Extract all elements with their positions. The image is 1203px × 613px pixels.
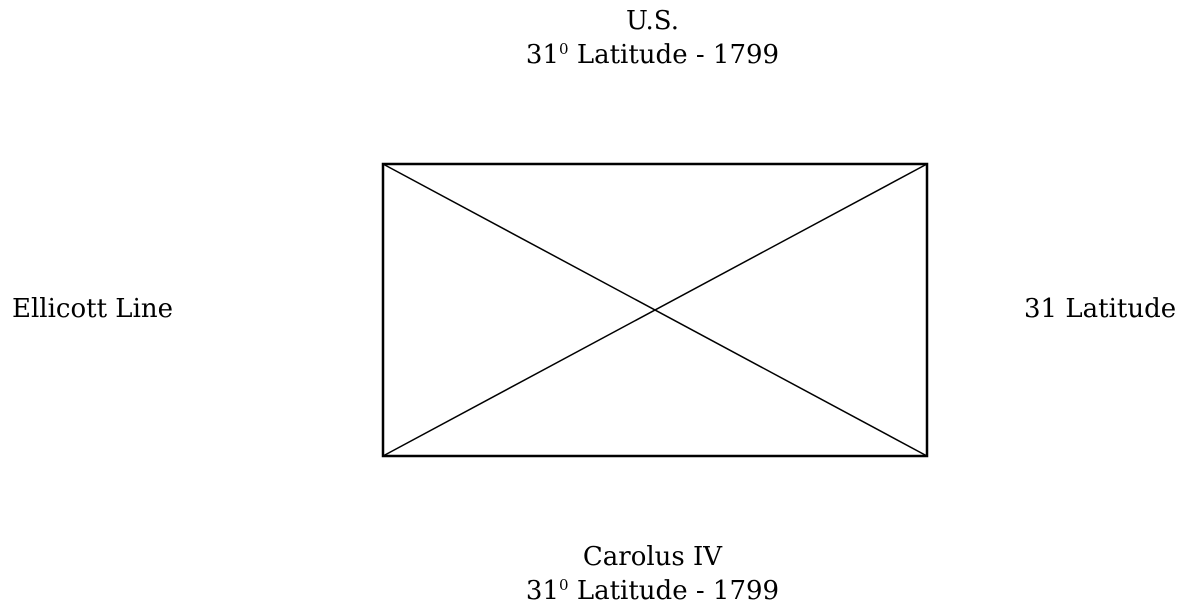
north-face-title: U.S. <box>626 6 679 36</box>
west-face-label: Ellicott Line <box>12 294 174 324</box>
boundary-marker-diagram <box>381 162 929 458</box>
south-degree-superscript: 0 <box>559 576 569 594</box>
north-face-label: U.S. 310 Latitude - 1799 <box>0 4 1203 72</box>
north-latitude-number: 31 <box>525 40 560 70</box>
east-face-label: 31 Latitude <box>1024 294 1177 324</box>
south-face-latitude: 310 Latitude - 1799 <box>0 574 1203 608</box>
south-face-title: Carolus IV <box>582 542 723 572</box>
south-face-label: Carolus IV 310 Latitude - 1799 <box>0 540 1203 608</box>
south-latitude-number: 31 <box>525 576 560 606</box>
north-degree-superscript: 0 <box>559 40 569 58</box>
north-latitude-year: Latitude - 1799 <box>568 40 780 70</box>
marker-rectangle <box>381 162 929 458</box>
marker-diagonal-ascending <box>382 163 928 457</box>
south-latitude-year: Latitude - 1799 <box>568 576 780 606</box>
north-face-latitude: 310 Latitude - 1799 <box>0 38 1203 72</box>
